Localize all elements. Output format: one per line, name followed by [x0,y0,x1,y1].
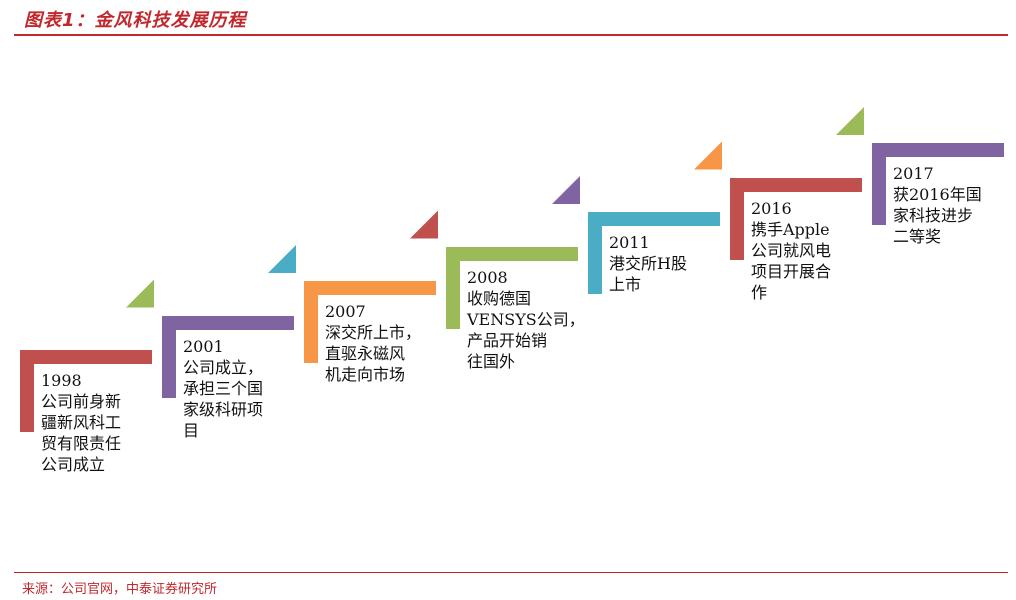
milestone-line: 作 [751,282,768,302]
milestone-line: 携手Apple [751,219,830,239]
step-triangle [126,279,154,308]
source-note: 来源：公司官网，中泰证券研究所 [22,582,218,597]
step-top-bar [20,350,152,364]
milestone-text: 1998 公司前身新 疆新风科工 贸有限责任 公司成立 [41,370,121,475]
milestone-year: 2016 [751,198,792,218]
milestone-line: 上市 [609,275,642,294]
milestone-text: 2011 港交所H股 上市 [609,232,687,295]
step-triangle [836,107,864,135]
milestone-line: 直驱永磁风 [325,344,406,363]
milestone-line: 疆新风科工 [41,413,122,432]
milestone-line: 机走向市场 [325,365,406,384]
figure-title: 图表1：金风科技发展历程 [24,10,247,31]
step-side-bar [20,350,34,432]
milestone-line: 贸有限责任 [41,434,122,453]
milestone-year: 2017 [893,164,934,183]
milestone-line: 目 [183,420,200,440]
step-triangle [552,176,580,204]
milestone-line: 公司前身新 [41,392,122,411]
milestone-line: 公司就风电 [751,240,832,260]
step-top-bar [304,281,436,295]
step-side-bar [588,212,602,294]
milestone-text: 2017 获2016年国 家科技进步 二等奖 [893,163,982,247]
footer-divider [14,572,1008,573]
title-divider [14,34,1008,36]
milestone-line: 收购德国 [467,288,532,308]
milestone-text: 2016 携手Apple 公司就风电 项目开展合 作 [751,198,831,303]
milestone-line: 公司成立， [183,357,264,377]
milestone-line: 家级科研项 [183,399,264,419]
milestone-line: 产品开始销 [467,330,548,350]
milestone-line: 承担三个国 [183,378,264,398]
step-side-bar [162,315,176,398]
milestone-text: 2008 收购德国 VENSYS公司， 产品开始销 往国外 [467,267,585,372]
milestone-year: 2001 [183,336,224,356]
step-top-bar [872,143,1004,157]
milestone-text: 2007 深交所上市， 直驱永磁风 机走向市场 [325,301,421,385]
milestone-line: 家科技进步 [893,206,974,225]
milestone-line: VENSYS公司， [467,309,585,329]
milestone-line: 港交所H股 [609,254,687,273]
step-top-bar [162,315,294,330]
milestone-year: 1998 [41,371,82,390]
step-triangle [268,245,296,273]
step-top-bar [588,212,720,226]
milestone-line: 深交所上市， [325,323,422,342]
step-side-bar [304,281,318,363]
milestone-year: 2008 [467,267,508,287]
milestone-line: 获2016年国 [893,185,982,204]
step-side-bar [730,177,744,260]
milestone-year: 2007 [325,302,366,321]
step-side-bar [446,246,460,329]
step-triangle [410,210,438,239]
step-triangle [694,141,722,170]
milestone-line: 公司成立 [41,455,106,474]
milestone-year: 2011 [609,233,650,252]
milestone-line: 二等奖 [893,227,942,246]
milestone-line: 项目开展合 [751,261,832,281]
step-top-bar [446,246,578,261]
milestone-line: 往国外 [467,351,516,371]
step-top-bar [730,177,862,192]
step-side-bar [872,143,886,225]
milestone-text: 2001 公司成立， 承担三个国 家级科研项 目 [183,336,263,441]
